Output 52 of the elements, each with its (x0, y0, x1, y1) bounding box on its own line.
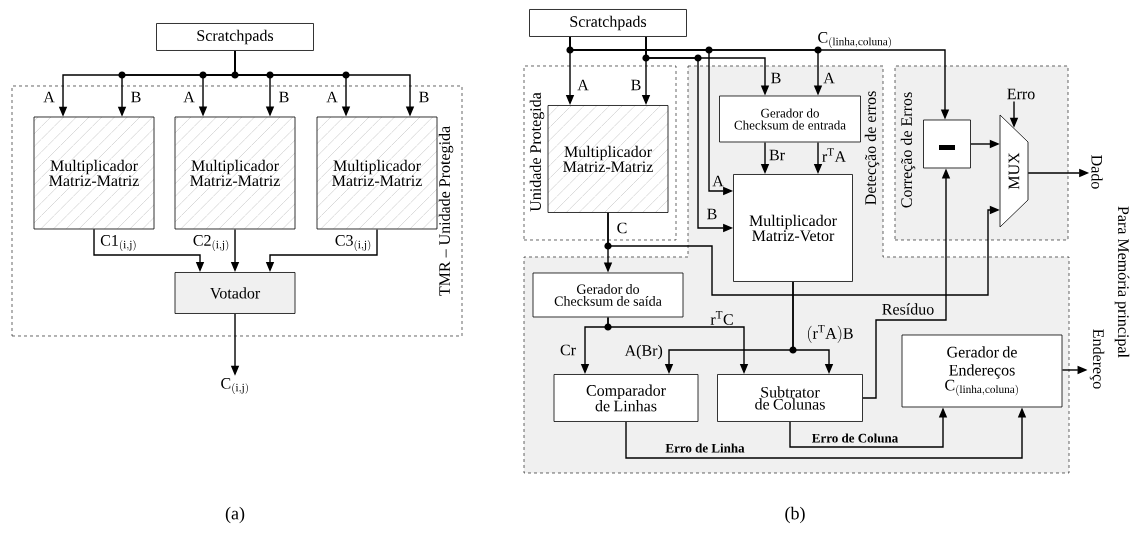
signal-label: Erro (1007, 88, 1035, 100)
edge-label: $\mathrm{C3}_{(\mathrm{i,j})}$ (335, 235, 371, 251)
edge-label: $\mathrm{r}^{\mathrm{T}}\mathrm{C}$ (710, 311, 733, 325)
edge-label: B (131, 91, 141, 103)
edge-label: C (617, 222, 627, 234)
signal-label: $\mathrm{C}_{(\mathrm{i,j})}$ (221, 378, 248, 394)
edge-label: B (279, 91, 289, 103)
edge-label: Cr (560, 344, 576, 356)
edge-label: A (43, 91, 55, 103)
process-box: Comparador de Linhas (553, 374, 699, 422)
edge-label: B (707, 208, 717, 220)
output-label: Endereço (1089, 329, 1105, 389)
output-label: Dado (1091, 155, 1103, 189)
edge-label: B (771, 72, 781, 84)
process-box: Scratchpads (156, 23, 314, 51)
process-box: Multiplicador Matriz-Vetor (733, 174, 853, 282)
multiplier-block: Multiplicador Matriz-Matriz (316, 116, 438, 230)
edge-label: $\mathrm{r}^{\mathrm{T}}\mathrm{A}$ (822, 148, 846, 162)
edge-label: B (631, 79, 641, 91)
region-label: Correção de Erros (900, 92, 916, 208)
edge-label: A (577, 79, 589, 91)
edge-label: B (419, 91, 429, 103)
edge-label: A (823, 72, 835, 84)
panel-caption: (a) (225, 506, 245, 524)
region-label: Detecção de erros (864, 91, 880, 205)
edge-label: A(Br) (624, 344, 663, 360)
voter-box: Votador (174, 272, 296, 314)
process-box: Gerador de Endereços $\mathrm{C}_{(\mathrm{linha,coluna})}$ (901, 334, 1063, 408)
panel-caption: (b) (785, 506, 805, 524)
edge-label: $\mathrm{C}_{(\mathrm{linha,coluna})}$ (818, 32, 891, 48)
edge-label: $\mathrm{C1}_{(\mathrm{i,j})}$ (100, 235, 136, 251)
edge-label: Resíduo (882, 303, 934, 315)
edge-label: A (326, 91, 338, 103)
edge-label: Erro de Coluna (812, 433, 898, 443)
side-label: Para Memória principal (1114, 206, 1130, 358)
process-box: Subtrator de Colunas (717, 374, 863, 422)
multiplier-block: Multiplicador Matriz-Matriz (33, 116, 155, 230)
subtractor-box (923, 119, 971, 169)
edge-label: $\mathrm{C2}_{(\mathrm{i,j})}$ (193, 235, 229, 251)
edge-label: A (183, 91, 195, 103)
edge-label: Br (769, 149, 785, 161)
edge-label: $(\mathrm{r}^{\mathrm{T}}\mathrm{A})\mathrm{B}$ (808, 325, 853, 343)
edge-label: Erro de Linha (665, 443, 745, 453)
region-label: Unidade Protegida (529, 92, 545, 212)
edge-label: A (712, 175, 724, 187)
multiplier-block: Multiplicador Matriz-Matriz (547, 105, 669, 213)
process-box: Gerador do Checksum de entrada (719, 95, 861, 143)
region-label: TMR – Unidade Protegida (438, 126, 454, 296)
multiplexer: MUX (999, 114, 1029, 228)
process-box: Scratchpads (529, 9, 687, 37)
process-box: Gerador do Checksum de saída (532, 272, 684, 318)
multiplier-block: Multiplicador Matriz-Matriz (174, 116, 296, 230)
